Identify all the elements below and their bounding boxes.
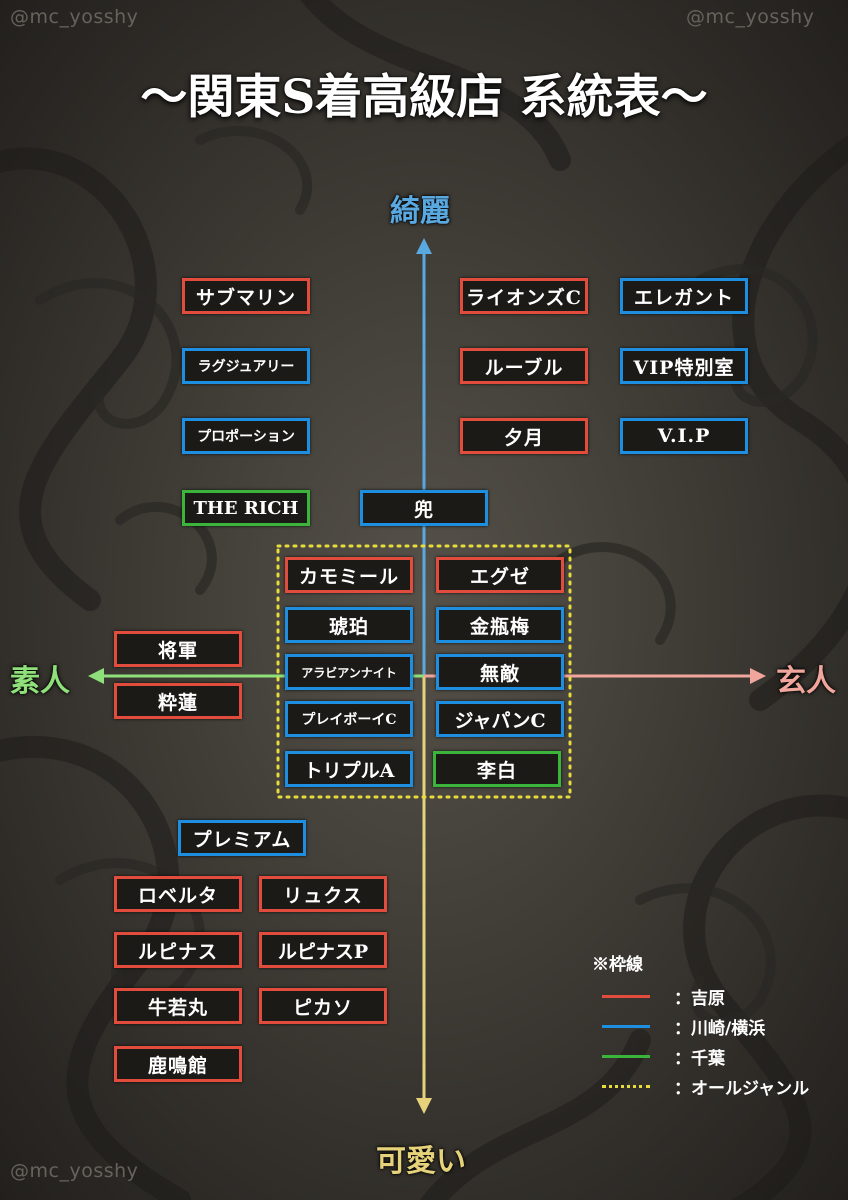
store-rokumeikan: 鹿鳴館: [114, 1046, 242, 1082]
store-luxus: リュクス: [259, 876, 387, 912]
axis-label-left: 素人: [10, 664, 70, 699]
legend-swatch-dotted-yellow: [602, 1085, 650, 1088]
axis-label-bottom: 可愛い: [376, 1144, 466, 1179]
store-lions-c: ライオンズC: [460, 278, 588, 314]
legend-label: ：千葉: [674, 1049, 725, 1069]
store-yuzuki: 夕月: [460, 418, 588, 454]
store-premium: プレミアム: [178, 820, 306, 856]
legend-label: ：川崎/横浜: [674, 1019, 766, 1039]
store-muteki: 無敵: [436, 654, 564, 690]
store-kinpeibai: 金瓶梅: [436, 607, 564, 643]
store-kabuto: 兜: [360, 490, 488, 526]
legend-label: ：オールジャンル: [674, 1079, 810, 1099]
legend-swatch-blue: [602, 1025, 650, 1028]
store-luxury: ラグジュアリー: [182, 348, 310, 384]
store-chamomile: カモミール: [285, 557, 413, 593]
watermark-top-right: @mc_yosshy: [686, 6, 815, 28]
store-rihaku: 李白: [433, 751, 561, 787]
axis-label-top: 綺麗: [390, 194, 450, 229]
store-proportion: プロポーション: [182, 418, 310, 454]
store-triple-a: トリプルA: [285, 751, 413, 787]
store-picasso: ピカソ: [259, 988, 387, 1024]
legend-swatch-green: [602, 1055, 650, 1058]
store-submarine: サブマリン: [182, 278, 310, 314]
store-shogun: 将軍: [114, 631, 242, 667]
store-vip-special: VIP特別室: [620, 348, 748, 384]
legend-item-yoshiwara: ：吉原: [602, 984, 842, 1009]
store-lupinus: ルピナス: [114, 932, 242, 968]
page-title: ～関東S着高級店 系統表～: [140, 70, 708, 125]
store-kohaku: 琥珀: [285, 607, 413, 643]
watermark-bottom-left: @mc_yosshy: [10, 1160, 139, 1182]
axis-arrow-left: [88, 668, 104, 684]
legend-item-all-genre: ：オールジャンル: [602, 1074, 842, 1099]
store-louvre: ルーブル: [460, 348, 588, 384]
axis-label-right: 玄人: [776, 664, 836, 699]
axis-arrow-top: [416, 238, 432, 254]
store-vip: V.I.P: [620, 418, 748, 454]
legend-item-kawasaki-yokohama: ：川崎/横浜: [602, 1014, 842, 1039]
store-roberta: ロベルタ: [114, 876, 242, 912]
all-genre-region: [276, 544, 572, 799]
legend-item-chiba: ：千葉: [602, 1044, 842, 1069]
store-the-rich: THE RICH: [182, 490, 310, 526]
watermark-top-left: @mc_yosshy: [10, 6, 139, 28]
legend-swatch-red: [602, 995, 650, 998]
legend-heading: ※枠線: [592, 955, 643, 975]
store-lupinus-p: ルピナスP: [259, 932, 387, 968]
store-japan-c: ジャパンC: [436, 701, 564, 737]
store-arabian-night: アラビアンナイト: [285, 654, 413, 690]
store-playboy-c: プレイボーイC: [285, 701, 413, 737]
axis-arrow-bottom: [416, 1098, 432, 1114]
store-ushiwakamaru: 牛若丸: [114, 988, 242, 1024]
axis-arrow-right: [750, 668, 766, 684]
store-exe: エグゼ: [436, 557, 564, 593]
store-suiren: 粋蓮: [114, 683, 242, 719]
legend-label: ：吉原: [674, 989, 725, 1009]
store-elegant: エレガント: [620, 278, 748, 314]
